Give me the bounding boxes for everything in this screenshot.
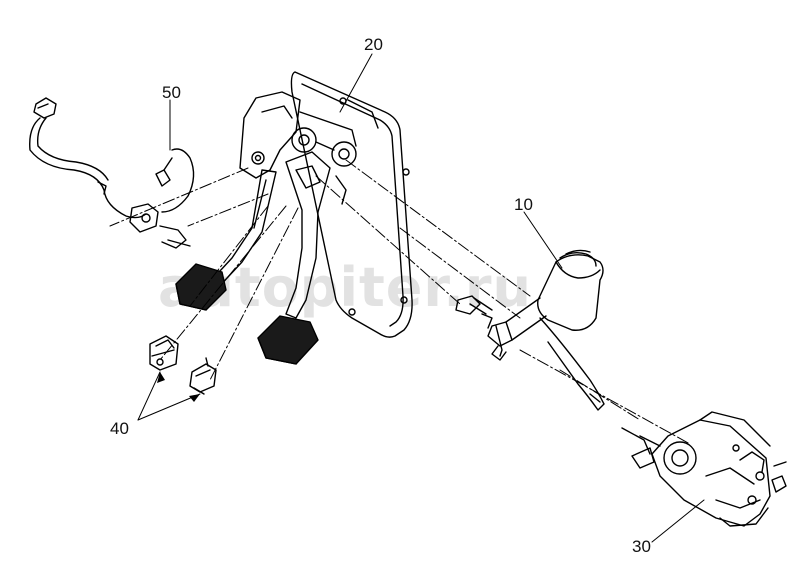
callout-10: 10	[514, 195, 533, 214]
brake-pedal	[257, 151, 331, 365]
callout-40: 40	[110, 419, 129, 438]
master-cylinder	[455, 249, 605, 411]
pedal-switches	[149, 335, 217, 395]
callout-30: 30	[632, 537, 651, 556]
callout-arrowheads	[157, 372, 200, 402]
clutch-pedal	[175, 169, 277, 311]
pedal-bracket	[239, 91, 357, 205]
callout-50: 50	[162, 83, 181, 102]
callout-leaders	[137, 53, 705, 543]
callout-20: 20	[364, 35, 383, 54]
wiring-harness	[29, 97, 195, 249]
hydraulic-unit	[621, 411, 787, 527]
pedal-box-plate	[290, 71, 413, 338]
